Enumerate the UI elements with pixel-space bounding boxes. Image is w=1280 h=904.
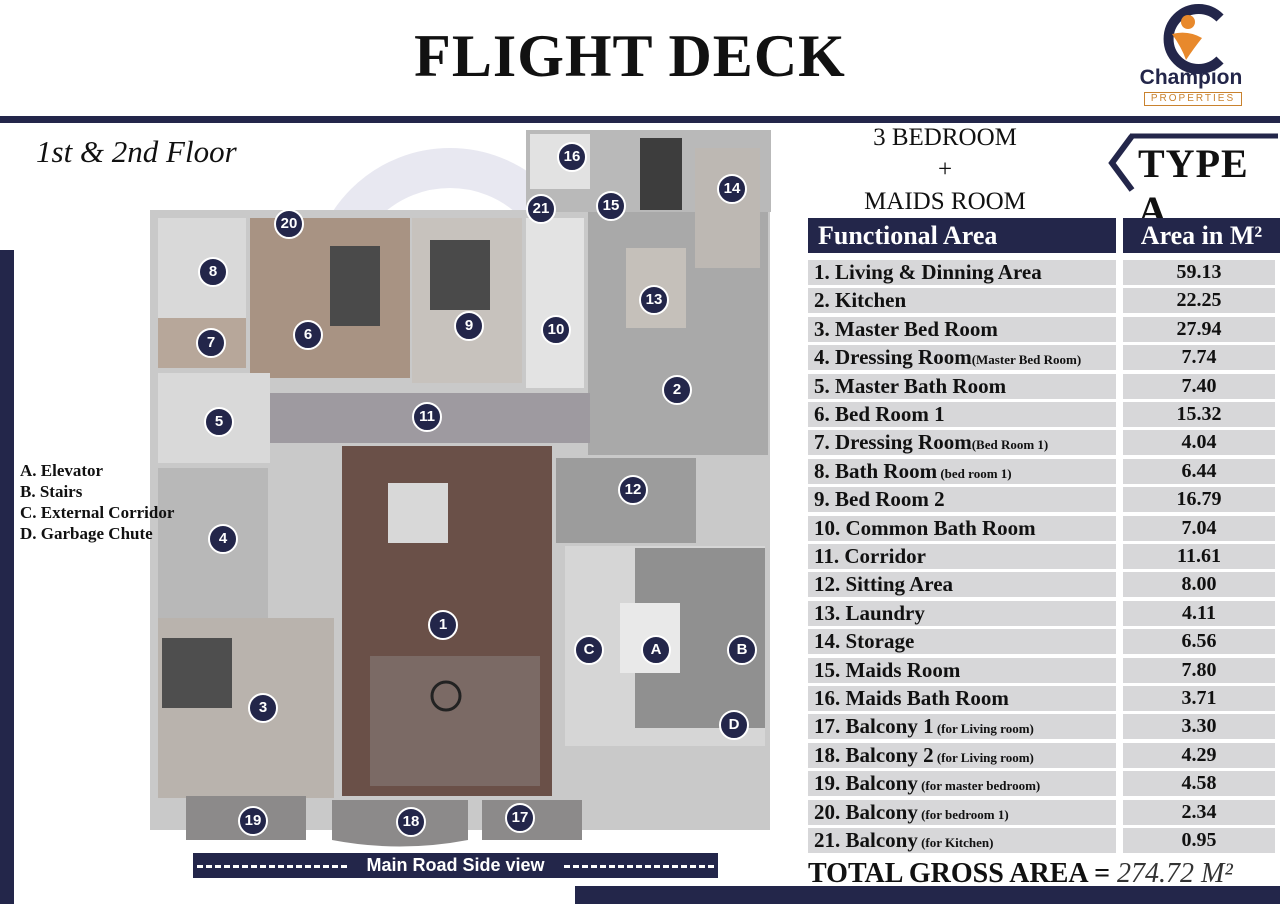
room-common-bath (526, 218, 584, 388)
table-row-area: 4.04 (1123, 430, 1275, 456)
table-row-area: 8.00 (1123, 572, 1275, 598)
table-header-name: Functional Area (808, 218, 1116, 253)
header-divider (0, 116, 1280, 123)
left-accent-bar (0, 250, 14, 904)
road-banner: Main Road Side view (193, 853, 718, 878)
table-row-name: 18. Balcony 2 (for Living room) (808, 742, 1116, 768)
plan-marker-15: 15 (596, 191, 626, 221)
plan-marker-21: 21 (526, 194, 556, 224)
champion-logo (1163, 4, 1224, 74)
type-badge-frame (1108, 133, 1278, 192)
table-row-name: 16. Maids Bath Room (808, 686, 1116, 711)
table-row-area: 7.40 (1123, 373, 1275, 399)
table-row-area: 59.13 (1123, 260, 1275, 285)
table-row-area: 0.95 (1123, 828, 1275, 853)
table-header-area: Area in M² (1123, 218, 1280, 253)
table-row-name: 1. Living & Dinning Area (808, 260, 1116, 285)
plan-marker-20: 20 (274, 209, 304, 239)
legend-item: B. Stairs (20, 482, 83, 501)
table-row-area: 6.44 (1123, 458, 1275, 484)
table-row-area: 3.30 (1123, 714, 1275, 740)
table-row-name: 17. Balcony 1 (for Living room) (808, 714, 1116, 740)
bedroom-info: 3 BEDROOM + MAIDS ROOM (850, 122, 1040, 218)
table-row-name: 9. Bed Room 2 (808, 487, 1116, 513)
table-row-area: 4.29 (1123, 742, 1275, 768)
table-row-name: 21. Balcony (for Kitchen) (808, 828, 1116, 853)
bedroom-info-line: + (937, 156, 953, 183)
road-label: Main Road Side view (366, 855, 545, 875)
logo-name: Champion (1139, 66, 1243, 89)
page-title: FLIGHT DECK (414, 23, 846, 89)
table-row-name: 19. Balcony (for master bedroom) (808, 771, 1116, 797)
table-row-area: 7.80 (1123, 657, 1275, 683)
table-row-area: 22.25 (1123, 288, 1275, 314)
table-row-area: 7.74 (1123, 345, 1275, 371)
total-label: TOTAL GROSS AREA = (808, 858, 1111, 889)
plan-marker-13: 13 (639, 285, 669, 315)
total-area: TOTAL GROSS AREA = 274.72 M² (808, 858, 1233, 890)
legend-item: C. External Corridor (20, 503, 175, 522)
plan-marker-3: 3 (248, 693, 278, 723)
plan-marker-5: 5 (204, 407, 234, 437)
plan-marker-8: 8 (198, 257, 228, 287)
total-value: 274.72 M² (1117, 858, 1233, 889)
bedroom-info-line: 3 BEDROOM (873, 124, 1017, 151)
legend-item: A. Elevator (20, 461, 104, 480)
logo-subtitle: PROPERTIES (1144, 92, 1242, 106)
table-row-name: 3. Master Bed Room (808, 316, 1116, 342)
plan-marker-6: 6 (293, 320, 323, 350)
table-row-name: 8. Bath Room (bed room 1) (808, 458, 1116, 484)
table-row-area: 4.58 (1123, 771, 1275, 797)
plan-marker-18: 18 (396, 807, 426, 837)
plan-marker-10: 10 (541, 315, 571, 345)
plan-marker-1: 1 (428, 610, 458, 640)
type-label: TYPE A (1138, 141, 1249, 233)
plan-marker-14: 14 (717, 174, 747, 204)
table-row-area: 3.71 (1123, 686, 1275, 711)
plan-marker-9: 9 (454, 311, 484, 341)
table-row-name: 14. Storage (808, 629, 1116, 655)
table-row-name: 20. Balcony (for bedroom 1) (808, 799, 1116, 825)
legend: A. Elevator B. Stairs C. External Corrid… (20, 460, 174, 544)
plan-marker-19: 19 (238, 806, 268, 836)
table-row-area: 4.11 (1123, 600, 1275, 626)
table-row-name: 5. Master Bath Room (808, 373, 1116, 399)
table-row-name: 2. Kitchen (808, 288, 1116, 314)
plan-marker-d: D (719, 710, 749, 740)
plan-marker-12: 12 (618, 475, 648, 505)
table-row-name: 7. Dressing Room(Bed Room 1) (808, 430, 1116, 456)
room-storage (695, 148, 760, 268)
plan-marker-c: C (574, 635, 604, 665)
table-row-name: 13. Laundry (808, 600, 1116, 626)
table-row-area: 15.32 (1123, 402, 1275, 427)
table-row-area: 11.61 (1123, 544, 1275, 569)
plan-marker-4: 4 (208, 524, 238, 554)
plan-marker-17: 17 (505, 803, 535, 833)
plan-marker-16: 16 (557, 142, 587, 172)
table-row-area: 16.79 (1123, 487, 1275, 513)
floor-label: 1st & 2nd Floor (36, 134, 237, 169)
bottom-accent-bar (575, 886, 1280, 904)
legend-item: D. Garbage Chute (20, 524, 153, 543)
table-row-area: 27.94 (1123, 316, 1275, 342)
plan-marker-11: 11 (412, 402, 442, 432)
plan-marker-7: 7 (196, 328, 226, 358)
bedroom-info-line: MAIDS ROOM (864, 188, 1026, 215)
table-row-name: 12. Sitting Area (808, 572, 1116, 598)
table-row-name: 4. Dressing Room(Master Bed Room) (808, 345, 1116, 371)
table-row-name: 10. Common Bath Room (808, 515, 1116, 541)
floor-plan (150, 130, 771, 847)
plan-marker-2: 2 (662, 375, 692, 405)
table-row-area: 7.04 (1123, 515, 1275, 541)
plan-marker-b: B (727, 635, 757, 665)
table-row-name: 6. Bed Room 1 (808, 402, 1116, 427)
table-row-area: 2.34 (1123, 799, 1275, 825)
table-row-area: 6.56 (1123, 629, 1275, 655)
plan-marker-a: A (641, 635, 671, 665)
table-row-name: 15. Maids Room (808, 657, 1116, 683)
table-row-name: 11. Corridor (808, 544, 1116, 569)
